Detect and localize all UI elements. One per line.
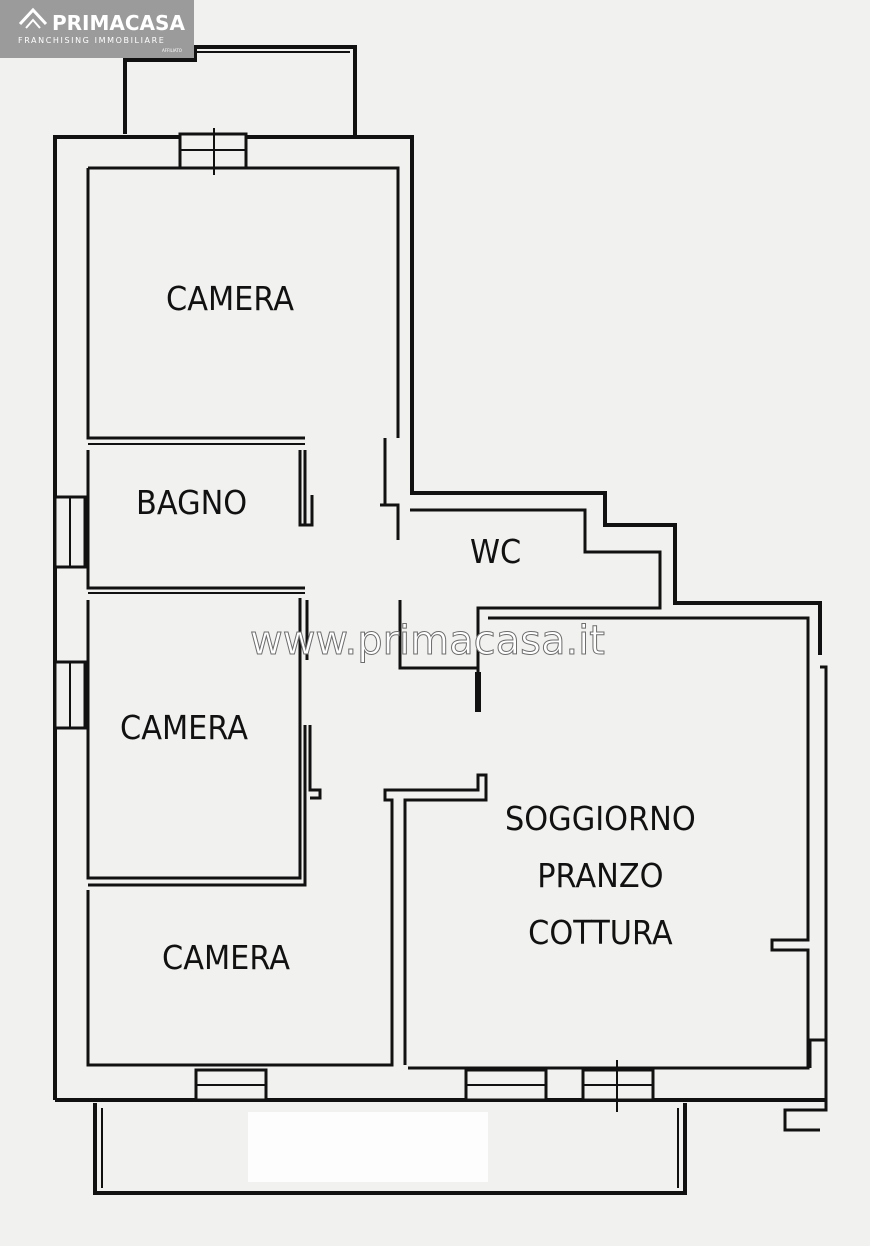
windows: [53, 128, 655, 1112]
soggiorno-line-3: COTTURA: [528, 913, 673, 952]
room-label-bagno: BAGNO: [136, 483, 248, 522]
logo-brand: PRIMACASA: [52, 11, 185, 35]
top-balcony-rail: [123, 45, 357, 137]
room-label-camera-bottom: CAMERA: [162, 938, 290, 977]
room-label-soggiorno: SOGGIORNO PRANZO COTTURA: [505, 790, 696, 961]
camera-top-walls: [86, 168, 305, 440]
logo-affiliation: AFFILIATO: [162, 48, 182, 53]
logo-subtitle: FRANCHISING IMMOBILIARE: [18, 36, 166, 45]
room-label-camera-top: CAMERA: [166, 279, 294, 318]
room-label-wc: WC: [470, 532, 522, 571]
bagno-right-wall: [298, 450, 314, 527]
soggiorno-line-2: PRANZO: [537, 856, 664, 895]
watermark-url: www.primacasa.it: [250, 618, 606, 665]
primacasa-logo: PRIMACASA FRANCHISING IMMOBILIARE AFFILI…: [0, 0, 194, 58]
camera-bottom-walls: [86, 773, 488, 1067]
soggiorno-line-1: SOGGIORNO: [505, 799, 696, 838]
wc-corridor-wall: [380, 438, 400, 540]
bottom-balcony-rail: [93, 1103, 687, 1195]
soggiorno-walls: [408, 616, 810, 1070]
bagno-walls: [86, 450, 305, 590]
camera-middle-walls: [86, 598, 302, 880]
house-roof-icon: [18, 7, 48, 29]
wc-walls: [410, 508, 662, 712]
room-label-camera-middle: CAMERA: [120, 708, 248, 747]
wc-bottom-wall: [398, 600, 478, 670]
